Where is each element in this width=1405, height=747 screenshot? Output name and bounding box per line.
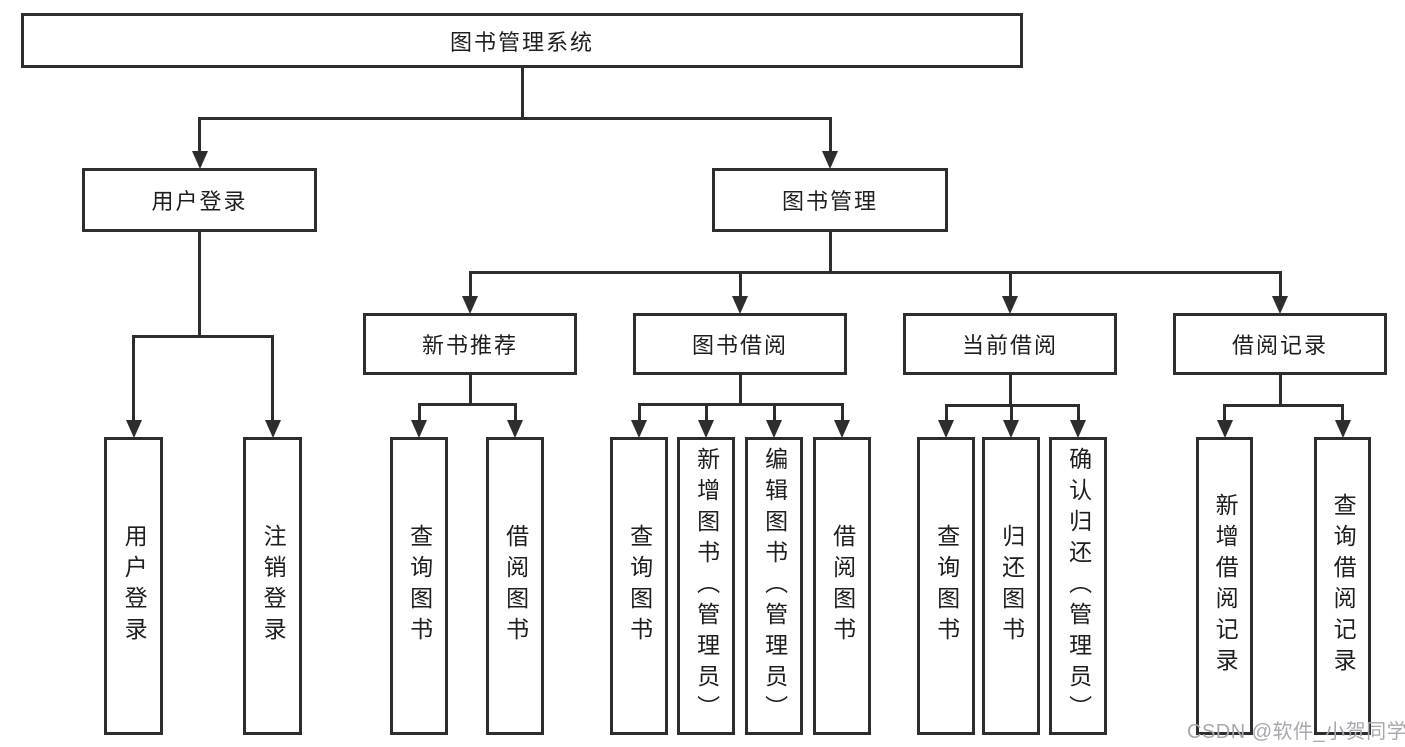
arrow-down-icon xyxy=(507,420,523,438)
arrow-down-icon xyxy=(411,420,427,438)
arrow-down-icon xyxy=(1003,420,1019,438)
connector-line xyxy=(738,375,742,406)
node-label-user-login: 用户登录 xyxy=(121,524,148,648)
arrow-down-icon xyxy=(1002,296,1018,314)
node-label-records: 借阅记录 xyxy=(1231,333,1328,358)
node-label-rec-add: 新增借阅记录 xyxy=(1212,493,1239,679)
connector-line xyxy=(637,403,641,421)
node-bw-query: 查询图书 xyxy=(610,437,668,735)
node-label-current: 当前借阅 xyxy=(961,333,1058,358)
arrow-down-icon xyxy=(125,420,142,438)
arrow-down-icon xyxy=(1334,420,1351,438)
connector-line xyxy=(1076,404,1080,421)
arrow-down-icon xyxy=(732,296,748,314)
node-label-logout: 注销登录 xyxy=(260,524,287,648)
arrow-down-icon xyxy=(462,296,478,314)
connector-line xyxy=(1008,271,1012,297)
connector-line xyxy=(468,270,1282,274)
connector-line xyxy=(513,403,517,421)
connector-line xyxy=(1008,375,1012,407)
node-mgmt: 图书管理 xyxy=(712,168,948,232)
node-label-root: 图书管理系统 xyxy=(449,29,594,55)
connector-line xyxy=(520,68,524,120)
node-records: 借阅记录 xyxy=(1173,313,1387,375)
connector-line xyxy=(198,116,832,120)
connector-line xyxy=(132,334,274,338)
node-nb-borrow: 借阅图书 xyxy=(486,437,544,735)
arrow-down-icon xyxy=(834,420,850,438)
node-label-bw-edit: 编辑图书（管理员） xyxy=(761,446,788,726)
connector-line xyxy=(198,117,201,152)
connector-line xyxy=(840,403,844,421)
node-cur-query: 查询图书 xyxy=(917,437,975,735)
node-borrow: 图书借阅 xyxy=(633,313,847,375)
node-label-login: 用户登录 xyxy=(151,189,248,214)
arrow-down-icon xyxy=(1216,420,1233,438)
arrow-down-icon xyxy=(264,420,281,438)
node-label-cur-return: 归还图书 xyxy=(998,524,1025,648)
connector-line xyxy=(738,271,742,297)
connector-line xyxy=(828,117,832,152)
node-label-nb-borrow: 借阅图书 xyxy=(502,524,529,648)
connector-line xyxy=(468,375,472,406)
connector-line xyxy=(1223,403,1344,407)
connector-line xyxy=(271,335,274,421)
node-bw-edit: 编辑图书（管理员） xyxy=(745,437,803,735)
node-cur-confirm: 确认归还（管理员） xyxy=(1049,437,1107,735)
arrow-down-icon xyxy=(191,151,208,169)
node-label-cur-confirm: 确认归还（管理员） xyxy=(1065,446,1092,726)
node-newbook: 新书推荐 xyxy=(363,313,577,375)
connector-line xyxy=(637,402,844,406)
connector-line xyxy=(468,271,472,297)
connector-line xyxy=(1341,404,1344,421)
node-nb-query: 查询图书 xyxy=(390,437,448,735)
arrow-down-icon xyxy=(698,420,714,438)
connector-line xyxy=(417,403,421,421)
connector-line xyxy=(772,403,776,421)
connector-line xyxy=(417,402,517,406)
node-label-rec-query: 查询借阅记录 xyxy=(1330,493,1357,679)
arrow-down-icon xyxy=(766,420,782,438)
arrow-down-icon xyxy=(631,420,647,438)
connector-line xyxy=(1223,404,1226,421)
connector-line xyxy=(828,232,832,274)
connector-line xyxy=(944,404,948,421)
arrow-down-icon xyxy=(1272,296,1288,314)
node-bw-borrow: 借阅图书 xyxy=(813,437,871,735)
node-label-borrow: 图书借阅 xyxy=(691,333,788,358)
connector-line xyxy=(704,403,708,421)
connector-line xyxy=(198,232,201,338)
node-current: 当前借阅 xyxy=(903,313,1117,375)
node-label-bw-add: 新增图书（管理员） xyxy=(693,446,720,726)
node-logout: 注销登录 xyxy=(243,437,302,735)
connector-line xyxy=(132,335,135,421)
node-cur-return: 归还图书 xyxy=(982,437,1040,735)
connector-line xyxy=(1278,375,1282,407)
node-login: 用户登录 xyxy=(82,168,317,232)
connector-line xyxy=(1009,404,1013,421)
node-rec-query: 查询借阅记录 xyxy=(1314,437,1371,735)
arrow-down-icon xyxy=(938,420,954,438)
node-bw-add: 新增图书（管理员） xyxy=(677,437,735,735)
node-user-login: 用户登录 xyxy=(104,437,163,735)
watermark: CSDN @软件_小贺同学 xyxy=(1187,721,1405,743)
node-label-cur-query: 查询图书 xyxy=(933,524,960,648)
arrow-down-icon xyxy=(822,151,838,169)
connector-line xyxy=(1278,271,1282,297)
node-label-bw-query: 查询图书 xyxy=(626,524,653,648)
node-label-bw-borrow: 借阅图书 xyxy=(829,524,856,648)
arrow-down-icon xyxy=(1070,420,1086,438)
node-root: 图书管理系统 xyxy=(21,13,1023,68)
node-rec-add: 新增借阅记录 xyxy=(1196,437,1253,735)
node-label-nb-query: 查询图书 xyxy=(406,524,433,648)
node-label-newbook: 新书推荐 xyxy=(421,333,518,358)
node-label-mgmt: 图书管理 xyxy=(781,189,878,214)
